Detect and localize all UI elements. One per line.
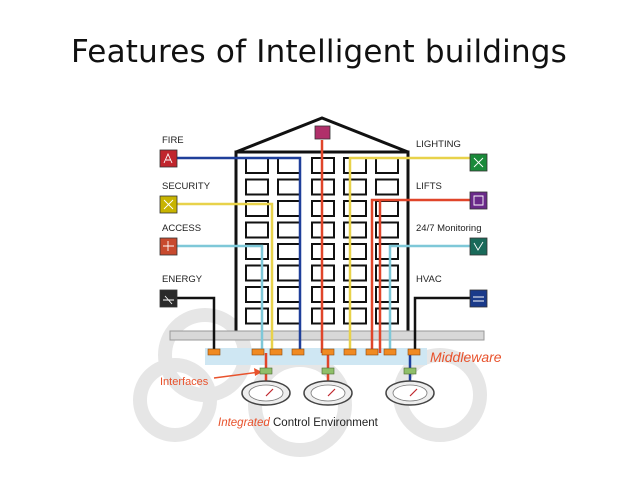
energy-wire — [176, 296, 216, 353]
integrated-word: Integrated — [218, 417, 270, 429]
building-window — [343, 264, 367, 282]
fire-icon — [159, 149, 178, 168]
interfaces-label: Interfaces — [160, 376, 209, 388]
lighting-wire — [348, 156, 470, 353]
building-window — [343, 307, 367, 325]
building-window — [245, 307, 269, 325]
interface-connector — [269, 348, 283, 356]
slide-title: Features of Intelligent buildings — [70, 34, 568, 70]
interfaces-arrowhead — [254, 368, 262, 376]
building-window — [375, 286, 399, 303]
building-window — [375, 221, 399, 239]
system-label-lighting: LIGHTING — [416, 139, 461, 150]
system-label-access: ACCESS — [162, 223, 201, 234]
building-window — [343, 221, 367, 239]
control-meter — [303, 380, 353, 406]
interface-connectors — [207, 348, 421, 375]
access-wire — [176, 244, 264, 353]
interface-connector — [383, 348, 397, 356]
building-window — [343, 243, 367, 260]
building-window — [375, 307, 399, 325]
building-window — [245, 264, 269, 282]
wires — [176, 140, 470, 382]
building-window — [343, 200, 367, 217]
interface-connector — [321, 367, 335, 375]
interface-connector — [365, 348, 379, 356]
system-label-hvac: HVAC — [416, 274, 442, 285]
system-labels: FIRE SECURITY ACCESS ENERGY LIGHTING LIF… — [162, 135, 481, 285]
building-window — [245, 286, 269, 303]
control-meter — [241, 380, 291, 406]
energy-icon — [159, 289, 178, 308]
hvac-wire — [413, 296, 470, 353]
integrated-control-environment-label: Integrated Control Environment — [218, 417, 379, 429]
building-window — [375, 264, 399, 282]
system-label-security: SECURITY — [162, 181, 211, 192]
interfaces-arrow-line — [213, 371, 261, 379]
building-window — [245, 178, 269, 196]
interface-connector — [407, 348, 421, 356]
system-icons — [159, 125, 488, 308]
building-window — [343, 178, 367, 196]
interface-connector — [321, 348, 335, 356]
interface-connector — [259, 367, 273, 375]
control-environment-words: Control Environment — [270, 417, 379, 429]
monitoring-wire — [388, 244, 470, 353]
building-window — [245, 200, 269, 217]
lifts-wire — [370, 198, 470, 353]
monitoring-icon — [469, 237, 488, 256]
interface-connector — [251, 348, 265, 356]
building-window — [343, 286, 367, 303]
control-meter — [385, 380, 435, 406]
ground-slab — [169, 330, 485, 341]
system-label-monitoring: 24/7 Monitoring — [416, 223, 481, 234]
fire-wire — [176, 156, 302, 353]
access-icon — [159, 237, 178, 256]
system-label-energy: ENERGY — [162, 274, 203, 285]
hvac-icon — [469, 289, 488, 308]
building-window — [375, 243, 399, 260]
interface-connector — [291, 348, 305, 356]
interface-connector — [403, 367, 417, 375]
roof-icon — [314, 125, 331, 140]
interface-connector — [207, 348, 221, 356]
building-window — [245, 221, 269, 239]
security-wire — [176, 202, 274, 353]
building-window — [245, 243, 269, 260]
building-window — [375, 178, 399, 196]
interface-connector — [343, 348, 357, 356]
system-label-lifts: LIFTS — [416, 181, 442, 192]
control-meters — [241, 380, 435, 406]
middleware-label: Middleware — [430, 349, 502, 365]
lifts-icon — [469, 191, 488, 210]
system-label-fire: FIRE — [162, 135, 184, 146]
